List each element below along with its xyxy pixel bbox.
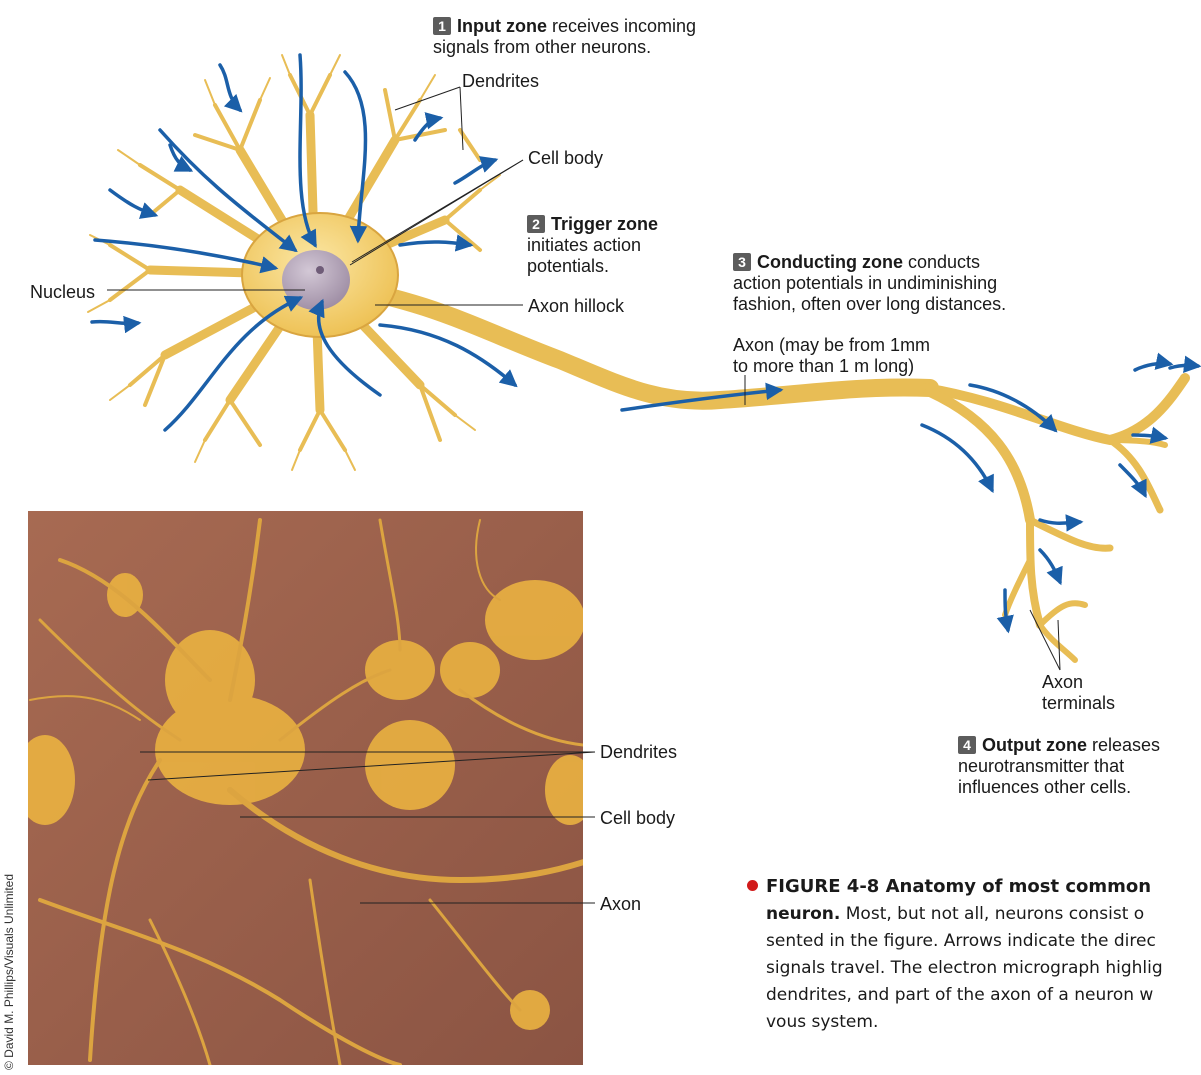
figure-title: FIGURE 4-8 Anatomy of most common: [766, 876, 1151, 897]
micrograph-cell-body-label: Cell body: [600, 808, 675, 829]
output-zone-title: Output zone: [982, 735, 1087, 755]
zone-number-badge: 4: [958, 736, 976, 754]
conducting-zone-title: Conducting zone: [757, 252, 903, 272]
trigger-zone-title: Trigger zone: [551, 214, 658, 234]
zone-number-badge: 1: [433, 17, 451, 35]
input-zone-title: Input zone: [457, 16, 547, 36]
cell-body-label: Cell body: [528, 148, 603, 169]
caption-bullet-icon: [747, 880, 758, 891]
micrograph-axon-label: Axon: [600, 894, 641, 915]
figure-caption: FIGURE 4-8 Anatomy of most common neuron…: [747, 873, 1201, 1036]
electron-micrograph: [15, 511, 595, 1065]
zone-number-badge: 3: [733, 253, 751, 271]
dendrites-label: Dendrites: [462, 71, 539, 92]
photo-credit: © David M. Phillips/Visuals Unlimited: [2, 874, 16, 1070]
nucleolus: [316, 266, 324, 274]
axon-terminal-branches: [925, 378, 1185, 660]
axon-label: Axon (may be from 1mm to more than 1 m l…: [733, 335, 930, 377]
axon-hillock-label: Axon hillock: [528, 296, 624, 317]
micrograph-dendrites-label: Dendrites: [600, 742, 677, 763]
axon-terminals-label: Axon terminals: [1042, 672, 1115, 714]
nucleus-label: Nucleus: [30, 282, 95, 303]
zone-number-badge: 2: [527, 215, 545, 233]
